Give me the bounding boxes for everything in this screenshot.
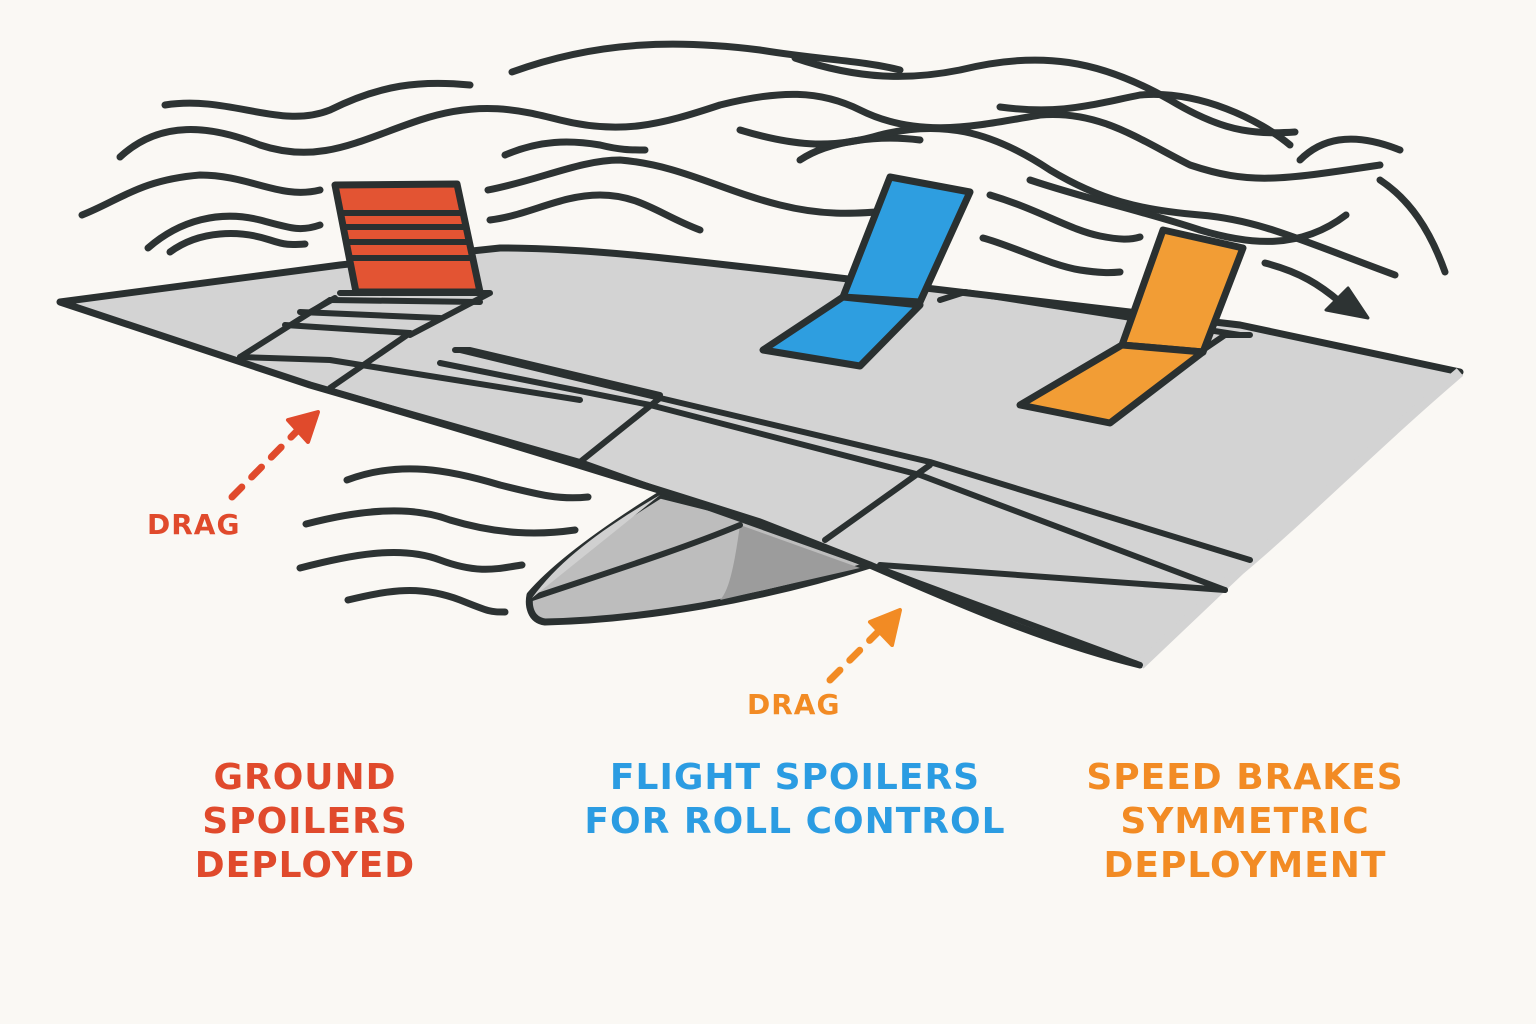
airflow-line — [736, 124, 1399, 279]
airflow-line — [508, 40, 904, 76]
label-line: GROUND — [213, 757, 397, 798]
label-line: FOR ROLL CONTROL — [584, 801, 1006, 842]
label-line: DEPLOYMENT — [1103, 845, 1387, 886]
flight-spoilers-label: FLIGHT SPOILERS FOR ROLL CONTROL — [570, 756, 1020, 844]
trailing-edge-line — [307, 382, 1143, 668]
ground-spoiler — [331, 180, 484, 296]
flight-spoiler — [759, 173, 974, 370]
dashed-arrow-icon — [826, 608, 902, 684]
airflow-lines-upper — [78, 40, 1449, 279]
speed-brake — [1016, 226, 1247, 427]
drag-label-right: DRAG — [747, 688, 841, 721]
airflow-line — [979, 234, 1124, 277]
airflow-line — [791, 54, 1299, 137]
airflow-lines-lower — [296, 465, 592, 616]
airflow-line — [144, 212, 324, 252]
airflow-line — [501, 138, 649, 159]
speed-brakes-label: SPEED BRAKES SYMMETRIC DEPLOYMENT — [1060, 756, 1430, 888]
label-line: SPEED BRAKES — [1086, 757, 1404, 798]
drag-label-left: DRAG — [147, 508, 241, 541]
curved-arrow-icon — [1261, 259, 1370, 320]
airflow-line — [78, 171, 324, 219]
airflow-line — [116, 90, 1384, 182]
engine-nacelle — [525, 491, 874, 626]
dashed-arrow-icon — [228, 410, 320, 501]
label-line: SPOILERS — [202, 801, 408, 842]
airflow-line — [484, 156, 904, 217]
label-line: SYMMETRIC — [1120, 801, 1370, 842]
airflow-line — [161, 79, 474, 120]
airflow-line — [986, 191, 1144, 243]
airflow-line — [486, 191, 704, 234]
airflow-line — [1296, 135, 1449, 276]
airflow-line — [166, 230, 309, 256]
label-line: FLIGHT SPOILERS — [609, 757, 981, 798]
ground-spoilers-label: GROUND SPOILERS DEPLOYED — [170, 756, 440, 888]
airflow-line — [1026, 176, 1350, 245]
label-line: DEPLOYED — [194, 845, 416, 886]
airflow-line — [996, 90, 1294, 149]
